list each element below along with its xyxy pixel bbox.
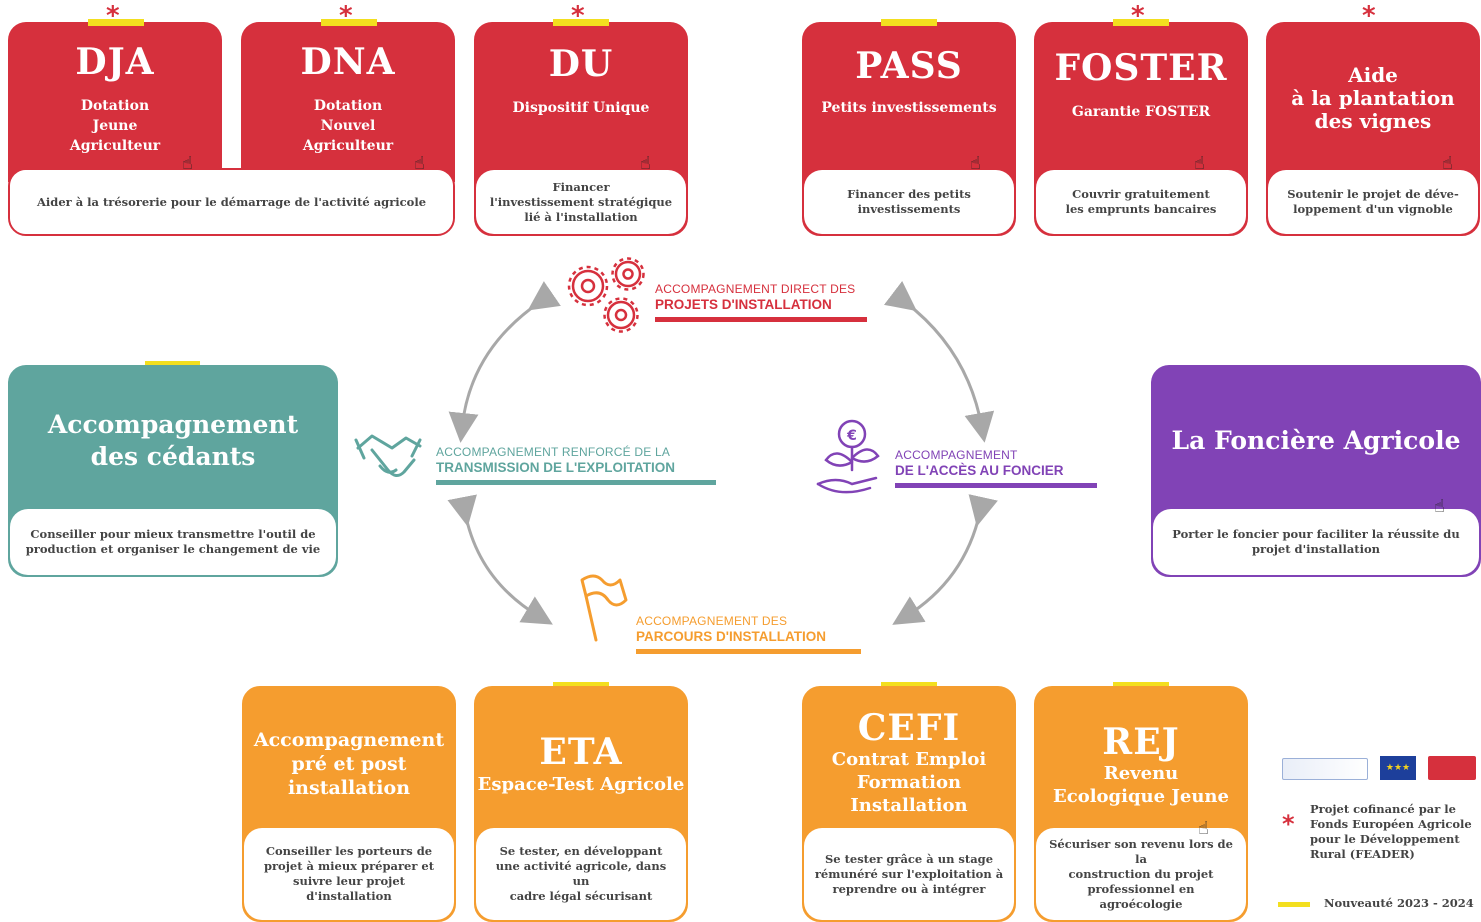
pointer-hand-icon: ☝ bbox=[182, 153, 193, 174]
new-bar-icon bbox=[321, 19, 377, 26]
handshake-icon bbox=[354, 434, 422, 477]
stage-foncier-line1: Accompagnement bbox=[895, 448, 1018, 462]
pass-card[interactable]: PASS Petits investissements Financer des… bbox=[802, 22, 1016, 236]
vignes-card[interactable]: Aide à la plantation des vignes Soutenir… bbox=[1266, 22, 1480, 236]
cefi-description: Se tester grâce à un stage rémunéré sur … bbox=[804, 828, 1014, 920]
cedants-card[interactable]: Accompagnement des cédants Conseiller po… bbox=[8, 365, 338, 577]
dna-title: DNA bbox=[300, 41, 396, 83]
new-bar-icon bbox=[88, 19, 144, 26]
new-bar-icon bbox=[553, 19, 609, 26]
legend-bar-icon bbox=[1278, 902, 1310, 907]
pointer-hand-icon: ☝ bbox=[1198, 818, 1209, 839]
pass-description: Financer des petits investissements bbox=[804, 170, 1014, 234]
arrow-bottom-left bbox=[447, 494, 553, 625]
legend-star-icon: * bbox=[1282, 810, 1295, 838]
foster-description: Couvrir gratuitement les emprunts bancai… bbox=[1036, 170, 1246, 234]
eu-flag-icon: ★★★ bbox=[1380, 756, 1416, 780]
eta-title: ETA bbox=[539, 731, 623, 773]
du-subtitle: Dispositif Unique bbox=[512, 100, 650, 116]
vignes-description: Soutenir le projet de déve- loppement d'… bbox=[1268, 170, 1478, 234]
pointer-hand-icon: ☝ bbox=[1194, 153, 1205, 174]
foster-subtitle: Garantie FOSTER bbox=[1071, 104, 1211, 120]
stage-direct-bar bbox=[655, 317, 867, 322]
new-bar-icon bbox=[1113, 19, 1169, 26]
cedants-description: Conseiller pour mieux transmettre l'outi… bbox=[10, 509, 336, 575]
pointer-hand-icon: ☝ bbox=[1442, 153, 1453, 174]
du-description: Financer l'investissement stratégique li… bbox=[476, 170, 686, 234]
stage-transmission-line1: Accompagnement renforcé de la bbox=[436, 445, 671, 459]
eta-subtitle: Espace-Test Agricole bbox=[477, 774, 685, 795]
euro-symbol: € bbox=[846, 428, 857, 444]
stage-direct-line1: Accompagnement direct des bbox=[655, 282, 856, 296]
stage-direct-line2: projets d'installation bbox=[655, 297, 832, 312]
pointer-hand-icon: ☝ bbox=[1434, 496, 1445, 517]
cefi-subtitle: Contrat Emploi Formation Installation bbox=[831, 749, 987, 816]
fonciere-description: Porter le foncier pour faciliter la réus… bbox=[1153, 509, 1479, 575]
new-bar-icon bbox=[881, 19, 937, 26]
new-bar-icon bbox=[1113, 682, 1169, 689]
funder-logos: ★★★ bbox=[1282, 756, 1477, 782]
dna-subtitle: Dotation Nouvel Agriculteur bbox=[302, 98, 394, 154]
region-logo-icon bbox=[1428, 756, 1476, 780]
new-bar-icon bbox=[553, 682, 609, 689]
pointer-hand-icon: ☝ bbox=[640, 153, 651, 174]
stage-transmission-bar bbox=[436, 480, 716, 485]
rej-card[interactable]: REJ Revenu Ecologique Jeune Sécuriser so… bbox=[1034, 686, 1248, 922]
rej-title: REJ bbox=[1102, 721, 1180, 763]
stage-transmission: Accompagnement renforcé de la transmissi… bbox=[436, 445, 716, 485]
pre-post-title: Accompagnement pré et post installation bbox=[253, 729, 445, 799]
money-plant-icon bbox=[816, 419, 880, 494]
stage-foncier-line2: de l'accès au foncier bbox=[895, 463, 1064, 478]
arrow-bottom-right bbox=[892, 494, 998, 625]
stage-direct: Accompagnement direct des projets d'inst… bbox=[655, 282, 867, 322]
du-title: DU bbox=[548, 43, 614, 85]
arrow-top-left bbox=[448, 281, 561, 443]
vignes-title: Aide à la plantation des vignes bbox=[1291, 63, 1455, 133]
stage-parcours-bar bbox=[636, 649, 861, 654]
stage-parcours: Accompagnement des parcours d'installati… bbox=[636, 614, 861, 654]
cefi-title: CEFI bbox=[857, 707, 961, 749]
rej-description: Sécuriser son revenu lors de la construc… bbox=[1036, 828, 1246, 920]
flag-icon bbox=[580, 574, 628, 642]
pre-post-card[interactable]: Accompagnement pré et post installation … bbox=[242, 686, 456, 922]
pointer-hand-icon: ☝ bbox=[970, 153, 981, 174]
dja-dna-description-box: Aider à la trésorerie pour le démarrage … bbox=[8, 168, 455, 236]
dja-title: DJA bbox=[75, 41, 155, 83]
stage-transmission-line2: transmission de l'exploitation bbox=[436, 460, 675, 475]
legend: ★★★ * Projet cofinancé par le Fonds Euro… bbox=[1276, 752, 1476, 917]
stage-parcours-line2: parcours d'installation bbox=[636, 629, 826, 644]
feader-star-icon: * bbox=[1362, 1, 1376, 31]
eta-description: Se tester, en développant une activité a… bbox=[476, 828, 686, 920]
rej-subtitle: Revenu Ecologique Jeune bbox=[1053, 763, 1229, 807]
stage-foncier-bar bbox=[895, 483, 1097, 488]
stage-parcours-line1: Accompagnement des bbox=[636, 614, 788, 628]
legend-bar-text: Nouveauté 2023 - 2024 bbox=[1324, 896, 1474, 910]
legend-star-text: Projet cofinancé par le Fonds Européen A… bbox=[1310, 802, 1472, 861]
pass-subtitle: Petits investissements bbox=[821, 100, 997, 116]
new-bar-icon bbox=[881, 682, 937, 689]
dja-dna-description: Aider à la trésorerie pour le démarrage … bbox=[10, 170, 453, 234]
europe-logo-icon bbox=[1282, 758, 1368, 780]
gears-icon bbox=[567, 257, 645, 333]
dja-card[interactable]: DJA Dotation Jeune Agriculteur bbox=[8, 22, 222, 182]
fonciere-card[interactable]: La Foncière Agricole Porter le foncier p… bbox=[1151, 365, 1481, 577]
foster-title: FOSTER bbox=[1054, 47, 1228, 89]
pass-title: PASS bbox=[855, 45, 963, 87]
cefi-card[interactable]: CEFI Contrat Emploi Formation Installati… bbox=[802, 686, 1016, 922]
pre-post-description: Conseiller les porteurs de projet à mieu… bbox=[244, 828, 454, 920]
foster-card[interactable]: FOSTER Garantie FOSTER Couvrir gratuitem… bbox=[1034, 22, 1248, 236]
dja-subtitle: Dotation Jeune Agriculteur bbox=[69, 98, 161, 154]
cedants-title: Accompagnement des cédants bbox=[47, 410, 299, 471]
eta-card[interactable]: ETA Espace-Test Agricole Se tester, en d… bbox=[474, 686, 688, 922]
new-bar-icon bbox=[145, 361, 200, 368]
dna-card[interactable]: DNA Dotation Nouvel Agriculteur bbox=[241, 22, 455, 182]
arrow-top-right bbox=[883, 280, 995, 443]
pointer-hand-icon: ☝ bbox=[414, 153, 425, 174]
fonciere-title: La Foncière Agricole bbox=[1171, 426, 1461, 455]
stage-foncier: Accompagnement de l'accès au foncier bbox=[895, 448, 1097, 488]
